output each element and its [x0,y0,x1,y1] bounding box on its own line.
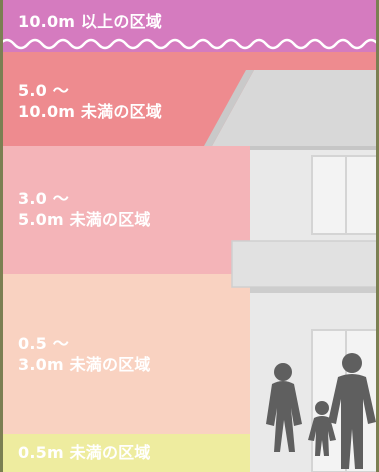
right-border [376,0,379,472]
zone-10m-plus-band: 10.0m 以上の区域 [0,0,379,52]
zone-10m-plus-label: 10.0m 以上の区域 [18,12,162,31]
zone-05-3-label: 0.5 ～ 3.0m 未満の区域 [18,334,151,374]
zone-5-10-label: 5.0 ～ 10.0m 未満の区域 [18,81,162,121]
zone-3-5-label: 3.0 ～ 5.0m 未満の区域 [18,189,151,229]
left-border [0,0,3,472]
zone-under-05-label: 0.5m 未満の区域 [18,443,151,462]
